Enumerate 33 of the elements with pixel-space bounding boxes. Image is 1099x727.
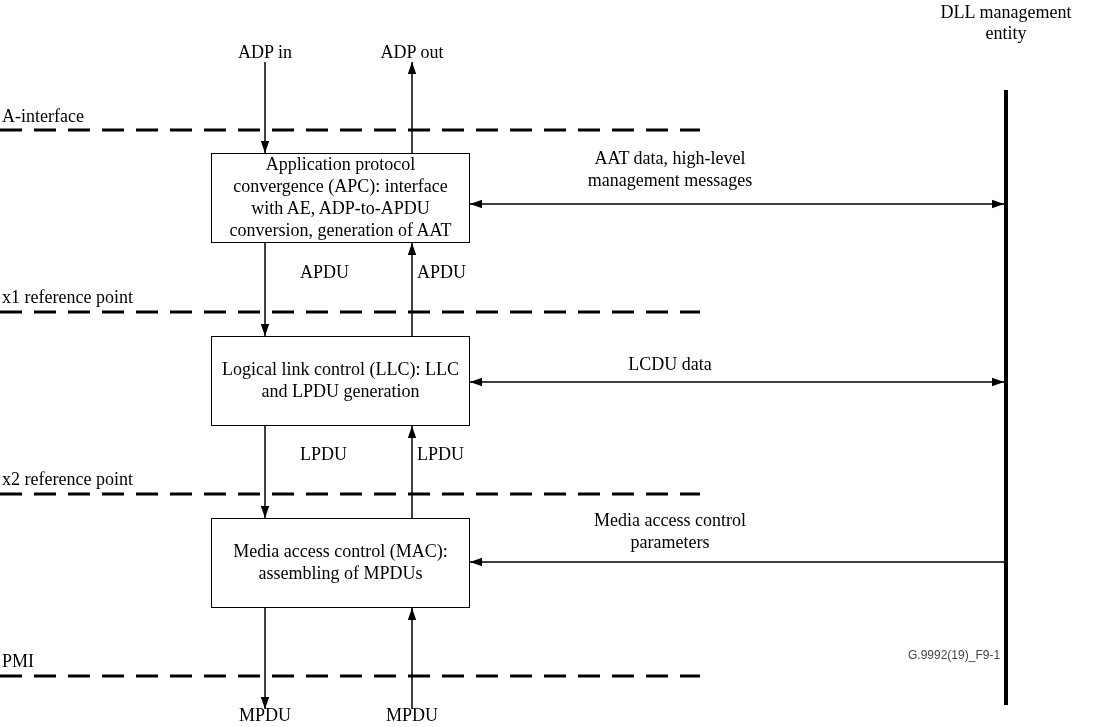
box-text: Media access control (MAC): assembling of MPDUs (232, 541, 449, 585)
box-text: Logical link control (LLC): LLC and LPDU generation (221, 359, 460, 403)
arrow (407, 61, 417, 154)
edge-label: LCDU data (627, 354, 713, 376)
reference-label: x2 reference point (2, 469, 133, 490)
edge-label: AAT data, high-level management messages (586, 148, 754, 192)
edge-label: LPDU (417, 444, 464, 466)
arrow (407, 242, 417, 337)
arrow (260, 242, 270, 337)
box-text: Application protocol convergence (APC): interface with AE, ADP-to-APDU conversion, generation of AAT (228, 154, 453, 242)
arrow (469, 377, 1005, 387)
io-label: ADP in (225, 40, 305, 66)
io-label: ADP out (367, 40, 457, 66)
edge-label: Media access control parameters (593, 510, 747, 554)
process-box (211, 336, 470, 426)
arrow (469, 557, 1005, 567)
arrow (260, 607, 270, 710)
reference-label: x1 reference point (2, 287, 133, 308)
process-box (211, 518, 470, 608)
io-label: MPDU (230, 705, 300, 727)
edge-label: APDU (300, 262, 349, 284)
reference-label: PMI (2, 651, 34, 672)
process-box (211, 153, 470, 243)
edge-label: LPDU (300, 444, 347, 466)
io-label: MPDU (377, 705, 447, 727)
edge-label: APDU (417, 262, 466, 284)
arrow (260, 425, 270, 519)
arrow (407, 607, 417, 710)
arrow (407, 425, 417, 519)
arrow (260, 61, 270, 154)
reference-label: A-interface (2, 106, 84, 127)
entity-label: DLL management entity (939, 2, 1073, 44)
arrow (469, 199, 1005, 209)
